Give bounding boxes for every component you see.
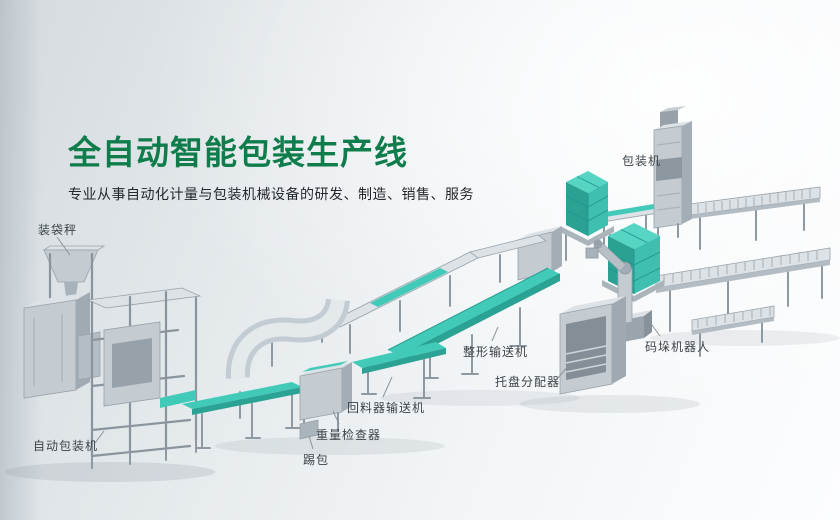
label-bag-kicker: 踢包 [303,453,330,467]
stacked-bags-upper [560,171,614,261]
packaging-machine-tower [653,106,692,242]
auto-bagging-machine [86,287,202,469]
discharge-conveyor [182,382,302,449]
page-subtitle: 专业从事自动化计量与包装机械设备的研发、制造、销售、服务 [68,186,474,202]
label-bagging-scale: 装袋秤 [38,223,78,237]
label-return-feeder: 回料器输送机 [347,401,426,415]
ground-shadows [5,330,840,482]
label-packing-machine: 包装机 [622,154,662,168]
label-weight-checker: 重量检查器 [316,428,382,442]
roller-conveyor-right-top [689,186,821,250]
roller-conveyor-right-front [691,305,775,357]
page-title: 全自动智能包装生产线 [68,134,408,171]
upper-conveyor-line [329,234,547,354]
pallet-dispenser [559,296,626,395]
label-leader-lines [56,159,672,450]
label-shaping-conveyor: 整形输送机 [463,345,529,359]
roller-conveyor-right-mid [655,247,831,332]
label-auto-packing: 自动包装机 [33,439,99,453]
weight-checker-machine [299,361,352,440]
bagging-scale-machine [23,245,106,399]
label-pallet-dispenser: 托盘分配器 [495,375,561,389]
label-palletizing-robot: 码垛机器人 [645,340,711,354]
curve-conveyor [225,297,350,419]
return-feeder-conveyor [352,342,446,395]
